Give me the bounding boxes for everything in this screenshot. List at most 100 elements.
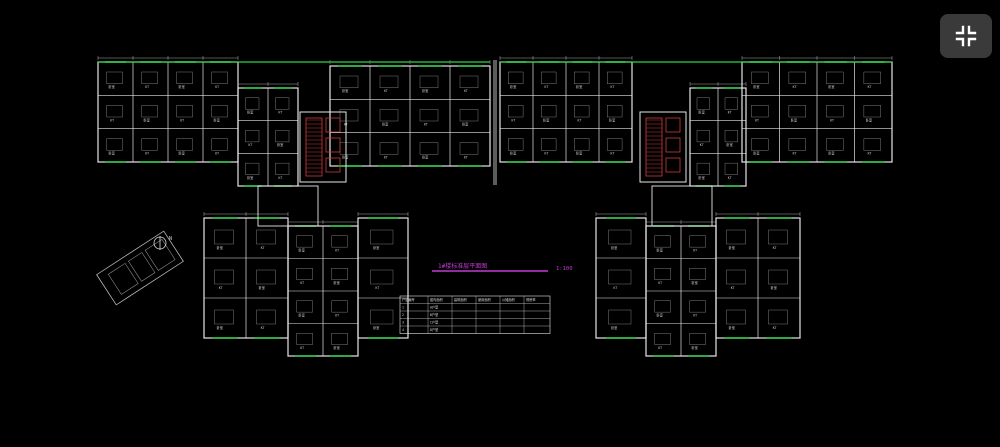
table-header-cell: 建筑面积 [454,297,468,302]
room-label: 卧室 [299,247,305,252]
room-label: 卧室 [828,84,834,89]
table-cell: D户型 [430,327,439,332]
table-header-cell: 套内面积 [430,297,444,302]
room-label: KT [249,143,253,147]
room-label: KT [614,286,618,290]
room-label: 卧室 [692,280,698,285]
room-label: 卧室 [109,84,115,89]
room-label: 卧室 [247,175,253,180]
elevator [325,157,341,173]
room-label: 卧室 [698,109,704,114]
room-label: 卧室 [576,151,582,156]
room-label: 卧室 [729,245,735,250]
room-label: 卧室 [609,117,615,122]
elevator [665,157,681,173]
room-label: 卧室 [866,117,872,122]
room-label: 卧室 [543,117,549,122]
room-label: 卧室 [299,312,305,317]
room-label: 卧室 [217,245,223,250]
table-header-cell: 得房率 [526,297,536,302]
room-label: KT [215,85,219,89]
stair-core [299,111,347,183]
drawing-title-block: 1#楼标准层平面图 1:100 [432,262,573,272]
room-label: KT [545,85,549,89]
room-label: KT [261,246,265,250]
room-label: 卧室 [510,151,516,156]
room-label: 卧室 [334,345,340,350]
table-cell: C户型 [430,320,439,325]
room-label: KT [219,286,223,290]
room-label: KT [693,313,697,317]
room-label: 卧室 [576,84,582,89]
room-label: 卧室 [462,121,468,126]
room-label: 卧室 [217,325,223,330]
room-label: KT [611,152,615,156]
room-label: 卧室 [342,155,348,160]
room-label: 卧室 [277,142,283,147]
room-label: KT [300,281,304,285]
lower-wings: 卧室KT卧室KT卧室KT卧室KT卧室KTKT卧室KT卧室卧室KT卧室卧室KT卧室… [203,185,801,357]
room-label: KT [376,286,380,290]
room-label: KT [728,176,732,180]
room-label: 卧室 [753,151,759,156]
upper-wings: 卧室 KT 卧室 KT 卧室 KT 卧室 KT 卧室 KT 卧室 KT 卧室 KT 卧室 KT 卧室 KT 卧室 KT… [97,56,893,187]
elevator [325,117,341,133]
room-label: KT [693,248,697,252]
room-label: 卧室 [342,88,348,93]
room-label: KT [755,118,759,122]
north-label: N [169,236,172,242]
table-header-cell: 户型编号 [402,297,415,302]
room-label: KT [868,152,872,156]
room-label: KT [658,281,662,285]
room-label: 卧室 [657,312,663,317]
room-label: 卧室 [373,325,379,330]
table-cell: 2 [402,313,404,317]
drawing-scale: 1:100 [556,266,573,272]
table-cell: B户型 [430,312,439,317]
room-label: KT [279,110,283,114]
table-header-cell: 使用面积 [478,297,492,302]
room-label: 卧室 [422,88,428,93]
table-frame [399,295,551,334]
room-label: KT [773,326,777,330]
room-label: KT [700,143,704,147]
room-label: KT [261,326,265,330]
circulation-cores [299,111,687,183]
room-label: KT [773,246,777,250]
table-cell: A户型 [430,305,439,310]
room-label: KT [279,176,283,180]
stair-core [639,111,687,183]
exit-fullscreen-icon [955,25,977,47]
room-label: KT [384,156,388,160]
room-label: KT [180,118,184,122]
room-label: KT [145,152,149,156]
room-label: KT [464,89,468,93]
table-header-cell: 公摊面积 [502,297,516,302]
room-label: KT [110,118,114,122]
room-label: KT [830,118,834,122]
room-label: KT [545,152,549,156]
table-cell: 4 [402,328,404,332]
room-label: 卧室 [657,247,663,252]
room-label: KT [335,313,339,317]
room-label: 卧室 [611,325,617,330]
room-label: 卧室 [247,109,253,114]
room-label: 卧室 [611,245,617,250]
elevator [665,117,681,133]
exit-fullscreen-button[interactable] [940,14,992,58]
room-label: 卧室 [109,151,115,156]
room-label: KT [464,156,468,160]
room-label: 卧室 [828,151,834,156]
room-label: 卧室 [753,84,759,89]
drawing-title: 1#楼标准层平面图 [438,262,487,270]
room-label: 卧室 [791,117,797,122]
table-cell: 1 [402,306,404,310]
room-label: 卧室 [698,175,704,180]
room-label: 卧室 [259,285,265,290]
room-label: 卧室 [179,151,185,156]
room-label: KT [145,85,149,89]
room-label: KT [793,85,797,89]
corridor [257,185,319,227]
